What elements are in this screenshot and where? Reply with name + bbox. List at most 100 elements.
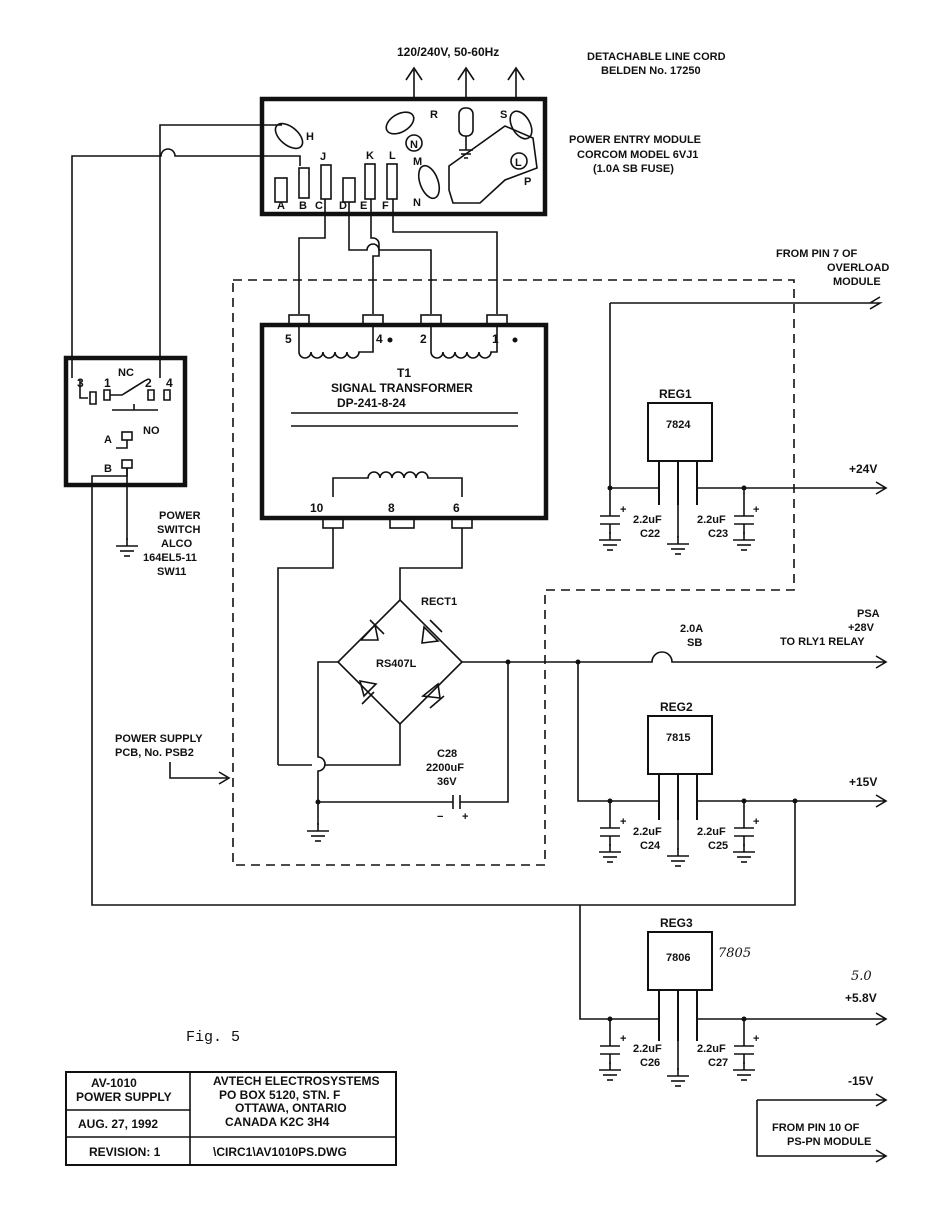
reg3-part: 7806	[666, 952, 690, 964]
pem-neutral-mark: N	[410, 139, 418, 151]
line-cord-label-1: DETACHABLE LINE CORD	[587, 51, 726, 63]
pem-term-n: N	[413, 197, 421, 209]
pem-term-f: F	[382, 200, 389, 212]
psa-destination: TO RLY1 RELAY	[780, 636, 865, 648]
t1-name: SIGNAL TRANSFORMER	[331, 381, 473, 395]
c23-ref: C23	[708, 528, 728, 540]
fuse-type: SB	[687, 637, 702, 649]
c26-ref: C26	[640, 1057, 660, 1069]
c23-value: 2.2uF	[697, 514, 726, 526]
c24-value: 2.2uF	[633, 826, 662, 838]
rectifier-bridge	[277, 528, 888, 842]
c23-plus-mark: +	[753, 504, 759, 516]
c28-ref: C28	[437, 748, 457, 760]
rect1-ref: RECT1	[421, 596, 457, 608]
c25-value: 2.2uF	[697, 826, 726, 838]
pem-term-a: A	[277, 200, 285, 212]
reg2-7815	[577, 662, 888, 906]
t1-pin-5: 5	[285, 332, 292, 346]
pem-term-r: R	[430, 109, 438, 121]
figure-label: Fig. 5	[186, 1029, 240, 1046]
c27-ref: C27	[708, 1057, 728, 1069]
transformer-t1	[259, 314, 549, 529]
reg3-handwritten-output: 5.0	[851, 969, 872, 984]
pem-label-3: (1.0A SB FUSE)	[593, 163, 674, 175]
pem-term-e: E	[360, 200, 367, 212]
pcb-label-2: PCB, No. PSB2	[115, 747, 194, 759]
switch-nc-label: NC	[118, 367, 134, 379]
pcb-pointer-arrow	[169, 762, 231, 785]
t1-pin-10: 10	[310, 501, 324, 515]
reg1-ref: REG1	[659, 387, 692, 401]
c28-voltage: 36V	[437, 776, 457, 788]
switch-label-4: 164EL5-11	[143, 552, 197, 564]
neg15-output: -15V	[848, 1074, 873, 1088]
switch-pin-3: 3	[77, 376, 84, 390]
c25-plus-mark: +	[753, 816, 759, 828]
switch-a-label: A	[104, 434, 112, 446]
reg1-output: +24V	[849, 462, 877, 476]
switch-pin-2: 2	[145, 376, 152, 390]
tb-date: AUG. 27, 1992	[78, 1117, 158, 1131]
switch-label-5: SW11	[157, 566, 186, 578]
reg1-part: 7824	[666, 419, 691, 431]
reg3-handwritten-part: 7805	[718, 946, 751, 961]
switch-label-2: SWITCH	[157, 524, 200, 536]
pem-term-k: K	[366, 150, 374, 162]
reg3-7806	[579, 905, 888, 1087]
c27-plus-mark: +	[753, 1033, 759, 1045]
t1-pin-6: 6	[453, 501, 460, 515]
switch-pin-4: 4	[166, 376, 173, 390]
t1-pin-8: 8	[388, 501, 395, 515]
neg15-label-1: FROM PIN 10 OF	[772, 1122, 860, 1134]
tb-file: \CIRC1\AV1010PS.DWG	[213, 1145, 347, 1159]
neg15-label-2: PS-PN MODULE	[787, 1136, 871, 1148]
c24-ref: C24	[640, 840, 661, 852]
c26-value: 2.2uF	[633, 1043, 662, 1055]
switch-label-3: ALCO	[161, 538, 193, 550]
pem-term-p: P	[524, 176, 531, 188]
pem-term-h: H	[306, 131, 314, 143]
t1-ref: T1	[397, 366, 411, 380]
tb-company-3: OTTAWA, ONTARIO	[235, 1101, 347, 1115]
power-entry-module	[259, 96, 548, 217]
rect1-part: RS407L	[376, 658, 417, 670]
neg15-input	[756, 1093, 888, 1163]
c26-plus-mark: +	[620, 1033, 626, 1045]
pem-term-l: L	[389, 150, 396, 162]
c28-plus-mark: +	[462, 811, 468, 823]
overload-label-3: MODULE	[833, 276, 881, 288]
psa-voltage: +28V	[848, 622, 875, 634]
line-voltage-label: 120/240V, 50-60Hz	[397, 45, 499, 59]
pem-term-b: B	[299, 200, 307, 212]
overload-label-1: FROM PIN 7 OF	[776, 248, 858, 260]
c22-plus-mark: +	[620, 504, 626, 516]
switch-no-label: NO	[143, 425, 160, 437]
pem-label-2: CORCOM MODEL 6VJ1	[577, 149, 698, 161]
pem-label-1: POWER ENTRY MODULE	[569, 134, 701, 146]
tb-company-1: AVTECH ELECTROSYSTEMS	[213, 1074, 379, 1088]
c24-plus-mark: +	[620, 816, 626, 828]
t1-pin-4: 4	[376, 332, 383, 346]
switch-label-1: POWER	[159, 510, 201, 522]
t1-pin-1: 1	[492, 332, 499, 346]
pcb-label-1: POWER SUPPLY	[115, 733, 203, 745]
c28-value: 2200uF	[426, 762, 464, 774]
psa-label: PSA	[857, 608, 880, 620]
reg2-ref: REG2	[660, 700, 693, 714]
reg3-ref: REG3	[660, 916, 693, 930]
reg3-output: +5.8V	[845, 991, 877, 1005]
c22-ref: C22	[640, 528, 660, 540]
tb-company-4: CANADA K2C 3H4	[225, 1115, 330, 1129]
fuse-rating: 2.0A	[680, 623, 703, 635]
line-cord-label-2: BELDEN No. 17250	[601, 65, 701, 77]
pem-line-mark: L	[515, 157, 522, 169]
t1-part: DP-241-8-24	[337, 396, 406, 410]
pem-term-m: M	[413, 156, 422, 168]
tb-title-1: AV-1010	[91, 1076, 137, 1090]
pcb-outline	[232, 279, 795, 866]
c27-value: 2.2uF	[697, 1043, 726, 1055]
tb-revision: REVISION: 1	[89, 1145, 161, 1159]
overload-label-2: OVERLOAD	[827, 262, 889, 274]
